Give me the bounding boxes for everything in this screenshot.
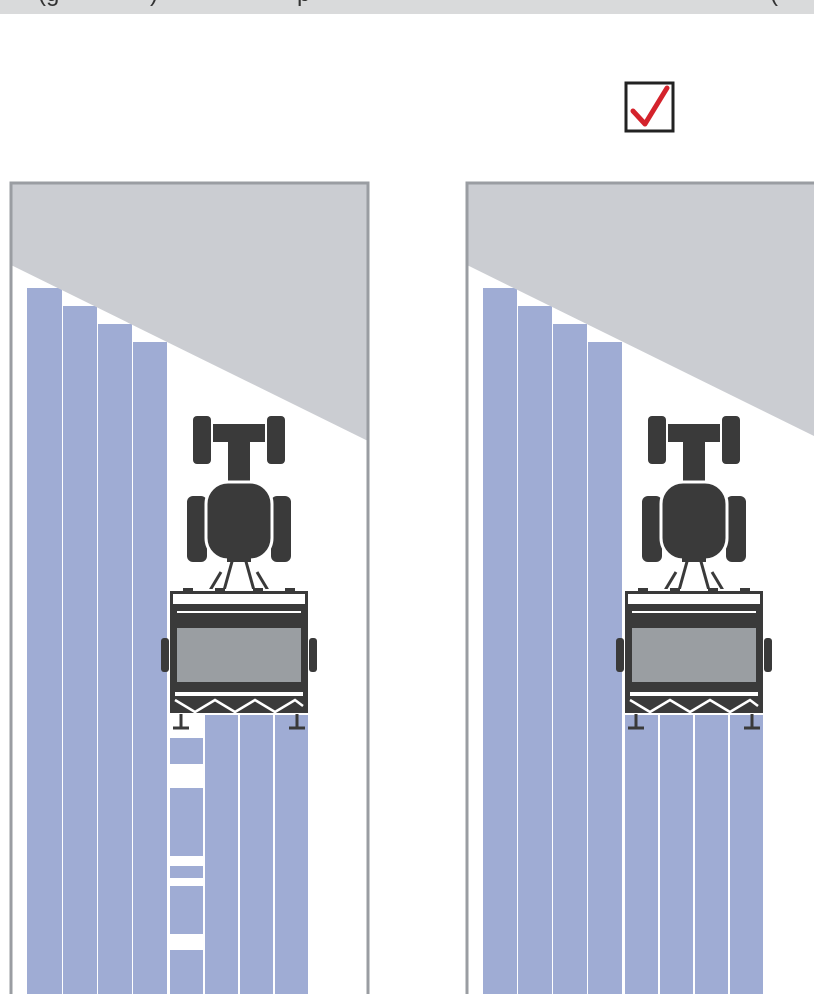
tractor-sprayer: [616, 416, 772, 728]
applied-strip: [483, 288, 517, 994]
applied-strip: [518, 306, 552, 994]
tractor-sprayer: [161, 416, 317, 728]
applied-strip: [98, 324, 132, 994]
current-pass-strip: [275, 700, 308, 994]
application-gap: [170, 934, 203, 950]
application-gap: [170, 764, 203, 788]
current-pass-strip: [660, 700, 693, 994]
current-pass-strip: [730, 700, 763, 994]
application-gap: [170, 878, 203, 886]
application-gap: [170, 856, 203, 866]
applied-strip: [553, 324, 587, 994]
checked-checkbox: [626, 83, 673, 131]
current-pass-strip: [240, 700, 273, 994]
current-pass-strip: [625, 700, 658, 994]
panel-left: [11, 183, 368, 994]
current-pass-strip: [695, 700, 728, 994]
panel-right: [467, 183, 814, 994]
applied-strip: [63, 306, 97, 994]
current-pass-strip: [205, 700, 238, 994]
applied-strip: [27, 288, 62, 994]
